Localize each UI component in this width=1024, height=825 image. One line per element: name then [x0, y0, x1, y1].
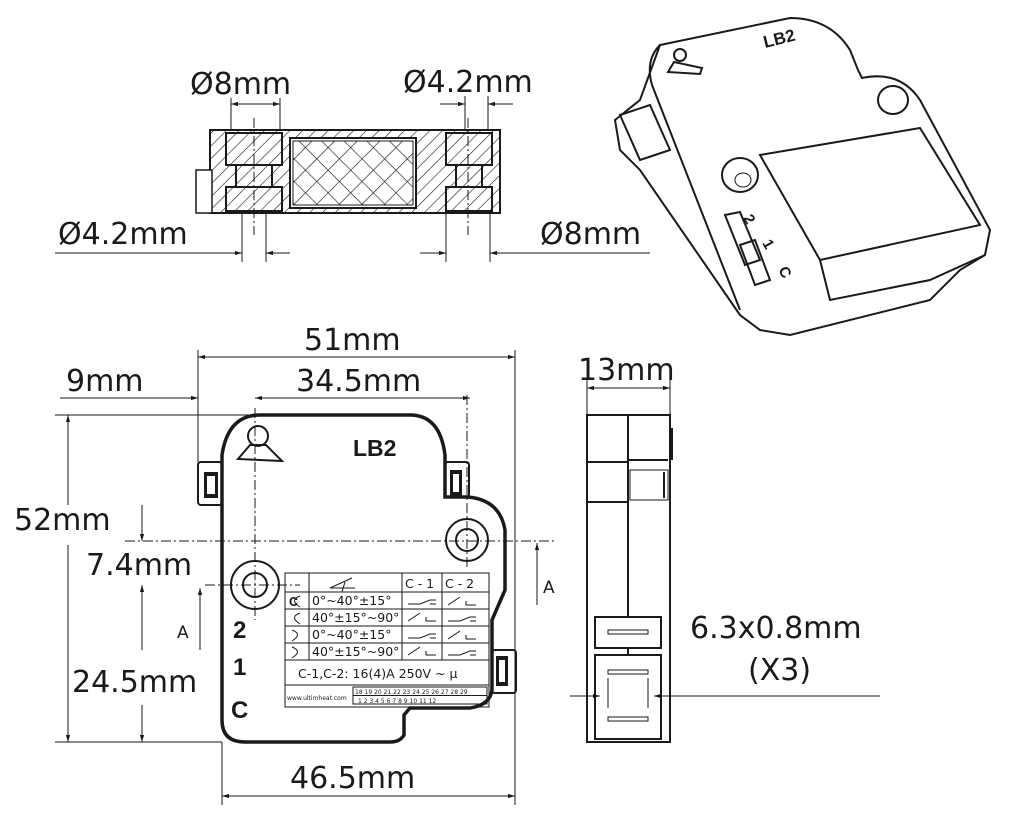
col-c2: C - 2	[445, 576, 474, 591]
spec-table: C - 1 C - 2 𝐂 0°~40°±15° 40°±15°~90° 0°~…	[284, 572, 490, 708]
dim-hole-spacing: 34.5mm	[296, 364, 421, 399]
date-code-grid: 18 19 20 21 22 23 24 25 26 27 28 29 1 2 …	[352, 686, 488, 705]
dim-terminal-count: (X3)	[748, 653, 811, 688]
rating-text: C-1,C-2: 16(4)A 250V ~ μ	[298, 666, 458, 681]
ccw-icon: 𝐂	[289, 594, 298, 609]
front-view: LB2 2 1 C C - 1 C - 2 𝐂	[14, 323, 555, 805]
iso-terminal-2: 2	[740, 212, 759, 228]
iso-terminal-c: C	[775, 264, 795, 282]
dim-width-total: 51mm	[304, 323, 401, 358]
section-marker-right: A	[543, 578, 555, 598]
svg-text:1 2 3 4 5 6 7 8 9 10 1: 1 2 3 4 5 6 7 8 9 10 11 12	[358, 698, 436, 705]
front-terminal-2: 2	[233, 617, 246, 644]
switch-symbols	[407, 596, 476, 656]
ccw-icon	[294, 612, 301, 625]
col-c1: C - 1	[405, 576, 434, 591]
iso-model-label: LB2	[761, 26, 797, 52]
dim-lower-height: 24.5mm	[72, 665, 197, 700]
side-view: 13mm 6.3x0.8mm (X3)	[570, 353, 880, 743]
dim-bottom-left: Ø4.2mm	[58, 217, 188, 252]
website-text: www.ultimheat.com	[287, 695, 347, 702]
cw-icon	[291, 646, 298, 659]
dim-top-left: Ø8mm	[190, 67, 291, 102]
row3-range: 0°~40°±15°	[312, 627, 391, 642]
front-terminal-1: 1	[233, 654, 246, 681]
dim-top-right: Ø4.2mm	[403, 65, 533, 100]
row1-range: 0°~40°±15°	[312, 593, 391, 608]
svg-text:18 19 20 21 22 23 24 25 26 27: 18 19 20 21 22 23 24 25 26 27 28 29	[355, 689, 468, 696]
front-model-label: LB2	[353, 435, 396, 461]
iso-terminal-1: 1	[759, 237, 778, 253]
row4-range: 40°±15°~90°	[312, 644, 399, 659]
dim-base-width: 46.5mm	[290, 761, 415, 796]
dim-terminal-size: 6.3x0.8mm	[690, 611, 862, 646]
dim-height-total: 52mm	[14, 503, 111, 538]
cw-icon	[291, 629, 298, 642]
section-marker-left: A	[177, 623, 189, 643]
front-terminal-c: C	[231, 697, 248, 724]
isometric-view: LB2 2 1 C	[613, 16, 992, 337]
cross-section-view: Ø8mm Ø4.2mm Ø4.2mm Ø8mm	[55, 65, 650, 262]
dim-thickness: 13mm	[578, 353, 675, 388]
dim-offset-left: 9mm	[66, 364, 144, 399]
dim-hole-offset: 7.4mm	[86, 548, 192, 583]
dim-bottom-right: Ø8mm	[540, 217, 641, 252]
ccw-icon	[294, 595, 301, 608]
row2-range: 40°±15°~90°	[312, 610, 399, 625]
angle-icon	[329, 577, 355, 593]
